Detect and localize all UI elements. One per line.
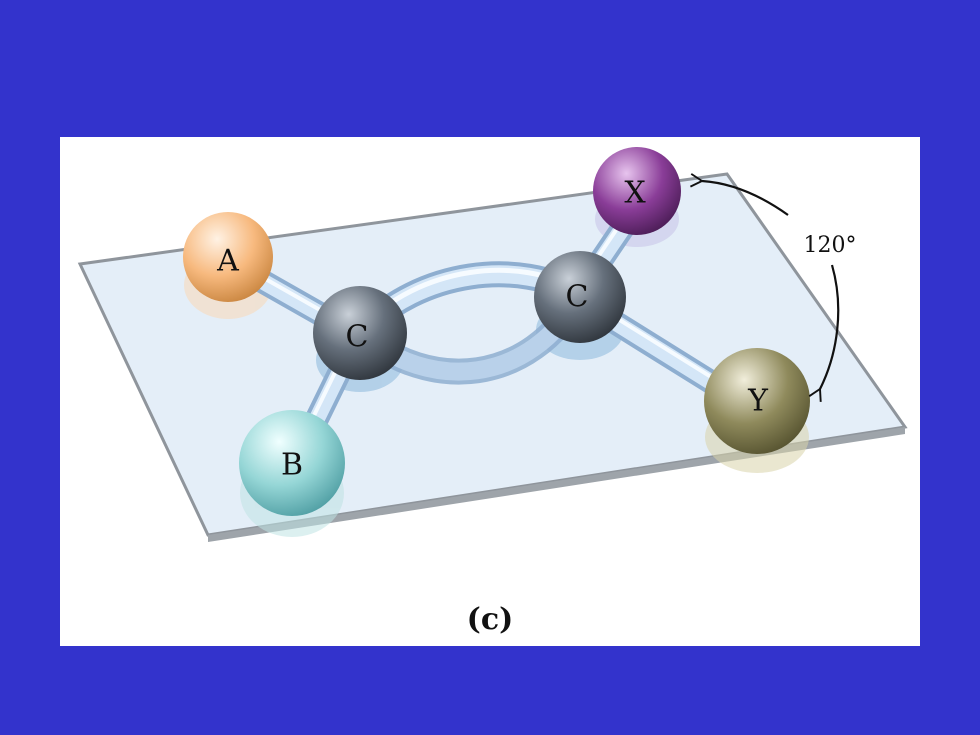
alkene-geometry-diagram: A B C C X Y 120° (c) <box>77 147 908 637</box>
atom-c-left: C <box>313 286 407 380</box>
atom-a-label: A <box>216 244 239 279</box>
atom-b-label: B <box>281 448 303 483</box>
angle-arrow-lower <box>808 264 840 402</box>
figure-caption: (c) <box>467 602 514 637</box>
atom-c-right: C <box>534 251 626 343</box>
atom-y: Y <box>704 348 810 454</box>
bond-angle-annotation: 120° <box>689 173 857 402</box>
angle-label: 120° <box>804 233 857 258</box>
atom-c-left-label: C <box>346 320 369 355</box>
figure-panel: A B C C X Y 120° (c) <box>60 137 920 646</box>
bond-c-y <box>588 301 734 401</box>
atom-c-right-label: C <box>566 280 589 315</box>
angle-arrow-upper <box>689 173 789 216</box>
atom-x: X <box>593 147 681 235</box>
atom-y-label: Y <box>747 384 769 419</box>
atom-a: A <box>183 212 273 302</box>
atom-x-label: X <box>624 176 646 211</box>
atom-b: B <box>239 410 345 516</box>
